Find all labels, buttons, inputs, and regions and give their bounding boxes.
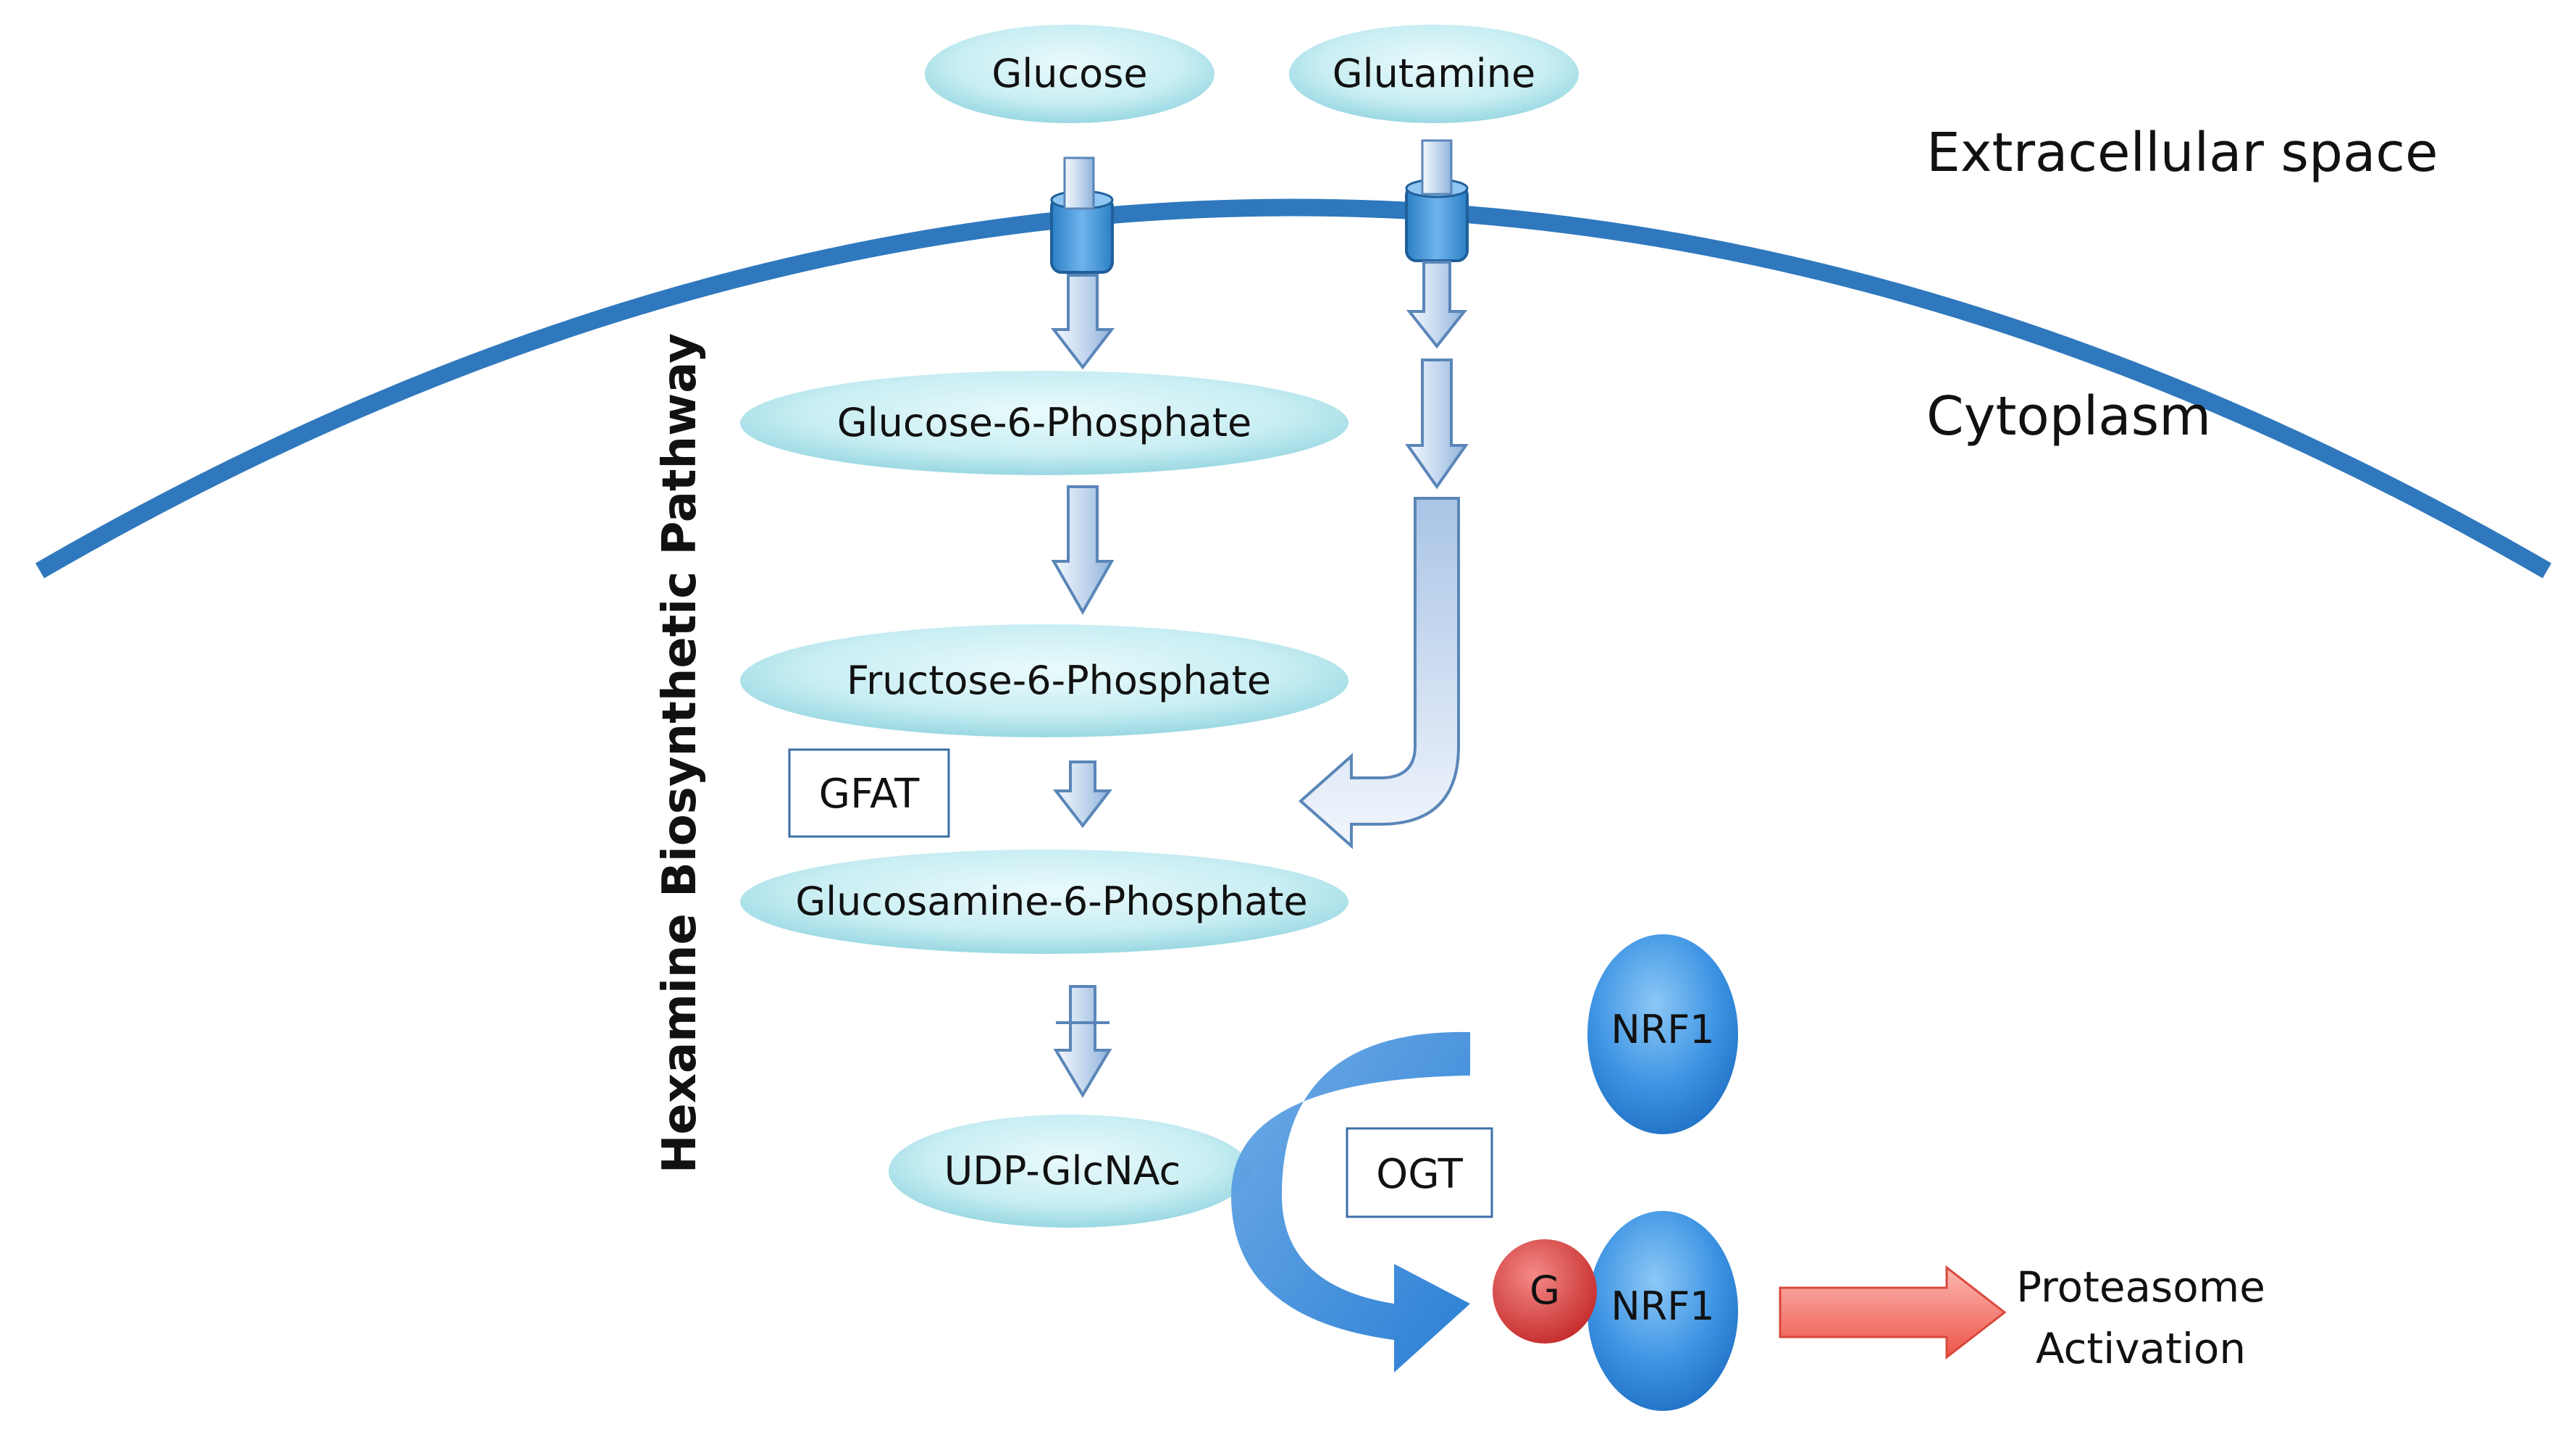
arrow-glutamine-into-channel	[1421, 139, 1453, 196]
ogt-label: OGT	[1376, 1151, 1463, 1198]
glucose-node: Glucose	[925, 25, 1214, 123]
cytoplasm-label: Cytoplasm	[1926, 385, 2211, 448]
udp-glcnac-label: UDP-GlcNAc	[944, 1148, 1181, 1194]
nrf1-top-label: NRF1	[1611, 1007, 1714, 1052]
pathway-label: Hexamine Biosynthetic Pathway	[653, 333, 707, 1173]
cell-membrane	[35, 198, 2552, 579]
glucosamine-6-phosphate-label: Glucosamine-6-Phosphate	[795, 879, 1307, 924]
proteasome-activation-arrow	[1779, 1265, 2007, 1360]
arrow-glutamine-to-gfat-step	[1298, 497, 1460, 850]
udp-glcnac-node: UDP-GlcNAc	[889, 1115, 1251, 1228]
arrow-f6p-to-gln6p	[1052, 760, 1113, 829]
nrf1-protein-unmodified: NRF1	[1587, 934, 1738, 1134]
gfat-enzyme-box: GFAT	[788, 748, 950, 838]
gfat-label: GFAT	[819, 771, 920, 818]
arrow-channel-to-g6p	[1050, 274, 1115, 370]
arrow-g6p-to-f6p	[1051, 485, 1115, 616]
glucose-6-phosphate-label: Glucose-6-Phosphate	[837, 400, 1251, 445]
glucose-label: Glucose	[991, 51, 1147, 96]
glucose-6-phosphate-node: Glucose-6-Phosphate	[740, 371, 1348, 475]
outcome-line2: Activation	[2036, 1324, 2246, 1373]
nrf1-bottom-label: NRF1	[1611, 1283, 1714, 1329]
ogt-curved-arrow	[1231, 1031, 1470, 1373]
nrf1-protein-glcnacylated: NRF1	[1587, 1211, 1738, 1411]
arrow-glutamine-cytoplasm	[1405, 359, 1469, 490]
arrow-glucose-into-channel	[1063, 156, 1095, 210]
glucosamine-6-phosphate-node: Glucosamine-6-Phosphate	[740, 850, 1348, 954]
ogt-enzyme-box: OGT	[1346, 1127, 1493, 1218]
outcome-line1: Proteasome	[2016, 1262, 2265, 1312]
glutamine-label: Glutamine	[1333, 51, 1535, 96]
extracellular-space-label: Extracellular space	[1926, 122, 2438, 184]
fructose-6-phosphate-label: Fructose-6-Phosphate	[847, 658, 1271, 703]
glutamine-node: Glutamine	[1289, 25, 1579, 123]
g-marker-label: G	[1530, 1267, 1560, 1313]
o-glcnac-marker: G	[1493, 1239, 1597, 1344]
arrow-glutamine-channel-down	[1406, 261, 1468, 349]
fructose-6-phosphate-node: Fructose-6-Phosphate	[740, 624, 1348, 737]
arrow-gln6p-to-udp	[1053, 985, 1112, 1098]
